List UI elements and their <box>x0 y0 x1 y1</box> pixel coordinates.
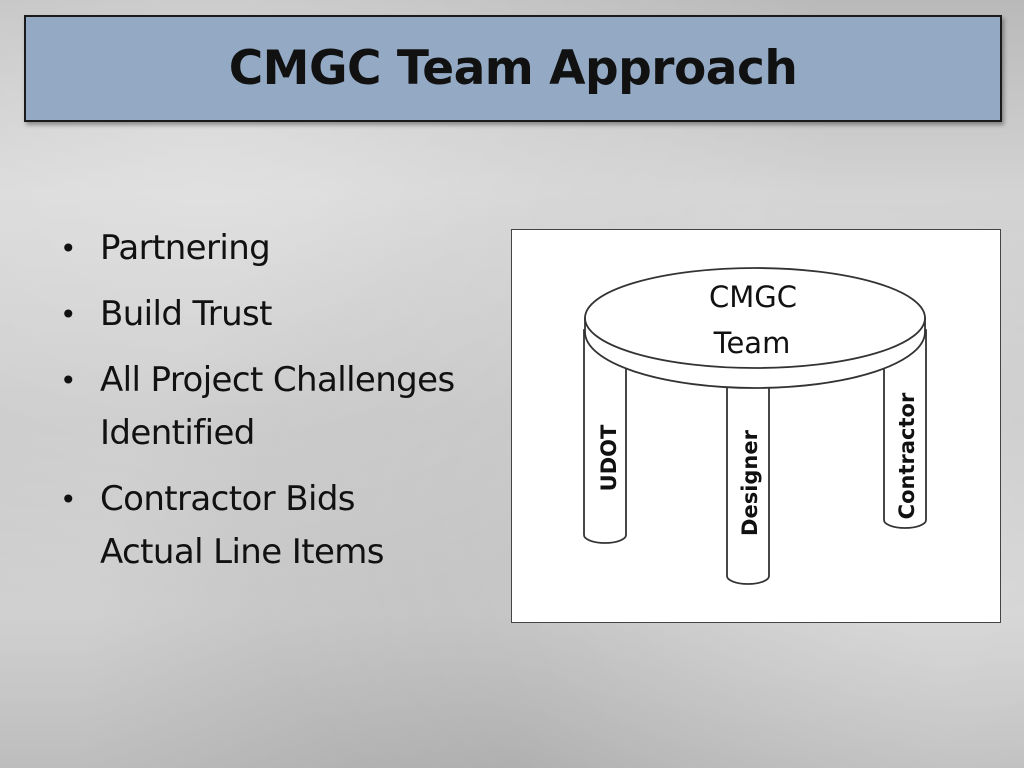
table-diagram-svg: CMGC Team UDOT Designer Contractor <box>583 267 927 585</box>
bullet-dot-icon: • <box>60 483 77 516</box>
leg-designer <box>726 369 770 585</box>
bullet-dot-icon: • <box>60 232 77 265</box>
bullet-item: • Build Trust <box>58 288 508 341</box>
tabletop-label-line2: Team <box>713 326 791 360</box>
leg-label-designer: Designer <box>738 429 762 536</box>
bullet-list: • Partnering • Build Trust • All Project… <box>58 222 508 592</box>
bullet-item: • Contractor Bids Actual Line Items <box>58 473 508 579</box>
bullet-text-line1: Contractor Bids <box>100 479 356 519</box>
bullet-text-line2: Actual Line Items <box>100 532 385 572</box>
title-bar: CMGC Team Approach <box>24 15 1002 122</box>
bullet-text: Build Trust <box>100 294 273 334</box>
bullet-text-line2: Identified <box>100 413 255 453</box>
leg-udot <box>583 329 627 544</box>
bullet-dot-icon: • <box>60 298 77 331</box>
tabletop <box>584 267 926 369</box>
leg-contractor <box>883 329 927 529</box>
leg-label-udot: UDOT <box>597 424 621 491</box>
bullet-text: Partnering <box>100 228 271 268</box>
table-diagram: CMGC Team UDOT Designer Contractor <box>511 229 1001 623</box>
tabletop-label-line1: CMGC <box>709 280 797 314</box>
bullet-item: • All Project Challenges Identified <box>58 354 508 460</box>
bullet-dot-icon: • <box>60 364 77 397</box>
bullet-text-line1: All Project Challenges <box>100 360 455 400</box>
bullet-item: • Partnering <box>58 222 508 275</box>
leg-label-contractor: Contractor <box>895 392 919 519</box>
slide-title: CMGC Team Approach <box>228 41 798 96</box>
